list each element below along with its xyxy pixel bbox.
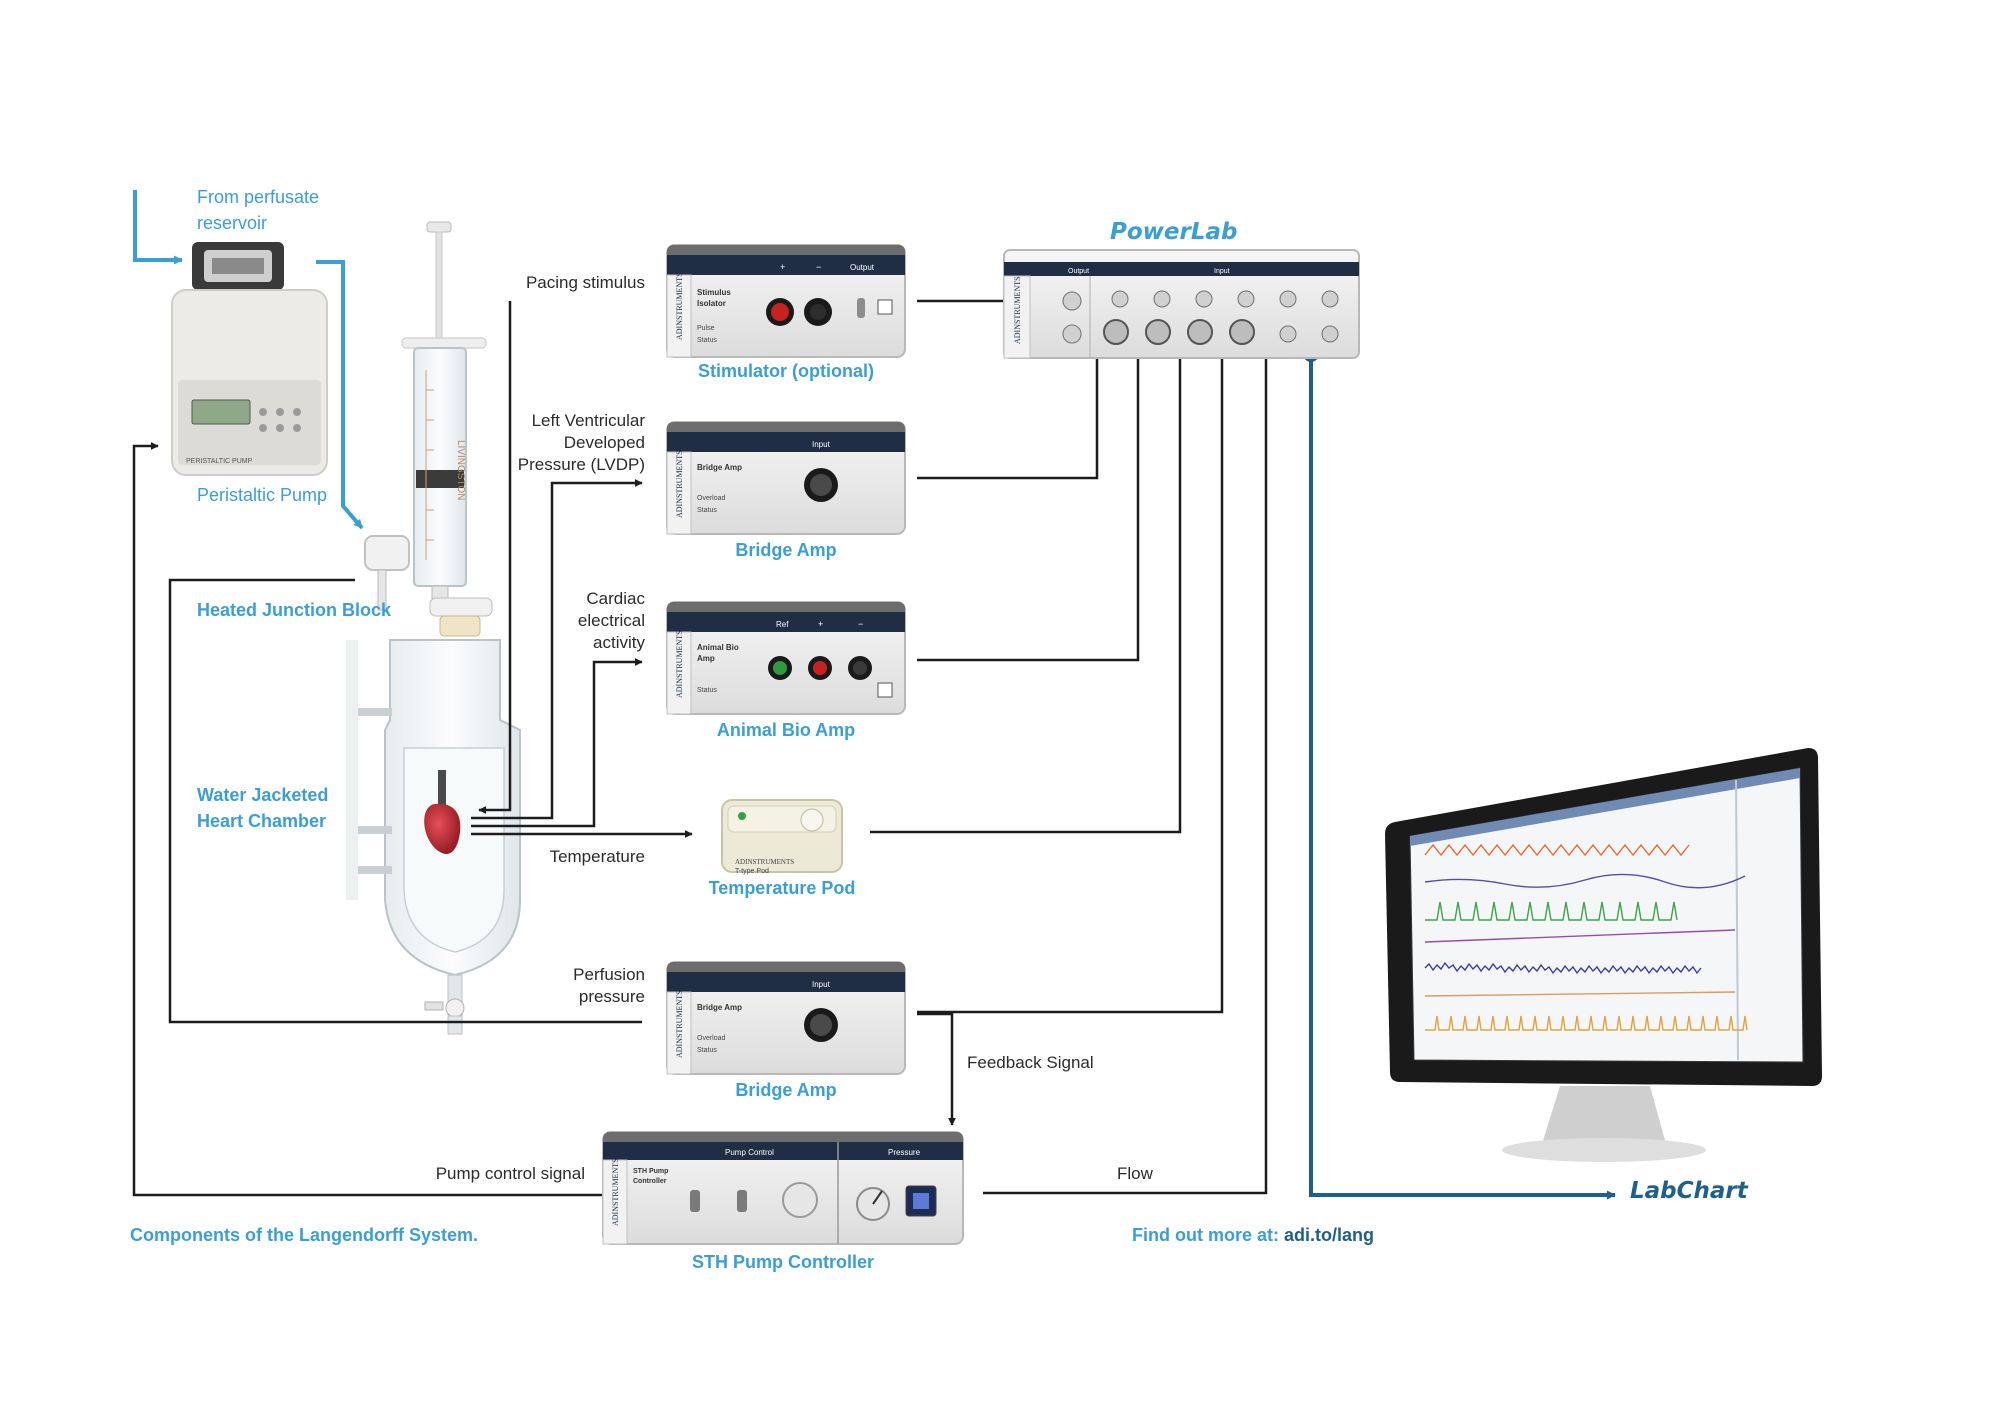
heart-chamber-apparatus [346,535,521,1035]
stim-plus-label: + [780,262,785,272]
flow-label: Flow [1117,1164,1153,1183]
temperature-pod-label: Temperature Pod [708,878,856,898]
peristaltic-pump-device: PERISTALTIC PUMP [171,242,328,476]
pump-control-signal-label: Pump control signal [435,1164,585,1183]
sth-pump-control-label: Pump Control [725,1148,774,1157]
peristaltic-pump-label: Peristaltic Pump [197,485,328,505]
adi-side-text: ADINSTRUMENTS [675,450,684,518]
adi-side-text: ADINSTRUMENTS [675,272,684,340]
bioamp-to-powerlab-line [917,338,1140,662]
sth-name-line1: STH Pump [633,1168,668,1175]
bio-name-line1: Animal Bio [697,643,739,652]
stimulator-device: ADINSTRUMENTS Stimulus Isolator + − Outp… [666,244,906,358]
bio-ref-label: Ref [776,620,789,629]
syringe: LIVINGSTON [401,221,487,615]
pump-panel-label: PERISTALTIC PUMP [186,458,253,465]
bridge1-status-label: Status [697,507,717,514]
adi-side-text: ADINSTRUMENTS [675,630,684,698]
heart-chamber-label: Water Jacketed Heart Chamber [197,785,329,831]
labchart-traces [1424,843,1748,1031]
labchart-brand: LabChart [1630,1178,1748,1204]
temperature-pod-device: ADINSTRUMENTS T-type Pod [721,799,843,875]
bridge-amp-1-device: ADINSTRUMENTS Bridge Amp Input Overload … [666,421,906,535]
pacing-stimulus-label: Pacing stimulus [525,273,645,292]
stim-name-line1: Stimulus [697,288,731,297]
computer-monitor [1385,748,1822,1162]
bio-status-label: Status [697,687,717,694]
sth-pump-controller-label: STH Pump Controller [691,1252,874,1272]
find-out-more: Find out more at: adi.to/lang [1132,1225,1374,1246]
from-reservoir-label: From perfusate reservoir [197,187,320,233]
stim-minus-label: − [816,262,821,272]
bridge1-overload-label: Overload [697,495,726,502]
pump-to-junction-arrow [316,260,364,530]
pump-control-signal-arrow [132,442,603,1197]
sth-pressure-label: Pressure [888,1148,921,1157]
heart-icon [424,803,461,854]
powerlab-to-labchart-arrow [1309,354,1616,1200]
bio-name-line2: Amp [697,654,715,663]
powerlab-input-label: Input [1214,268,1230,275]
find-out-link[interactable]: adi.to/lang [1284,1225,1374,1245]
sth-pump-controller-device: ADINSTRUMENTS Pump Control Pressure STH … [602,1131,964,1245]
pod-name-text: T-type Pod [735,868,769,875]
lvdp-line [471,479,643,820]
find-out-prefix: Find out more at: [1132,1225,1284,1245]
perfusate-flow-lines [133,190,364,530]
animal-bio-amp-label: Animal Bio Amp [716,720,856,740]
sth-name-line2: Controller [633,1178,667,1185]
bridge2-input-label: Input [812,980,831,989]
bridge2-status-label: Status [697,1047,717,1054]
components-caption: Components of the Langendorff System. [130,1225,479,1245]
bio-minus-label: − [858,619,863,629]
temperature-label: Temperature [549,847,645,866]
flow-line [983,338,1268,1195]
perfusion-pressure-line [168,578,642,1024]
bio-plus-label: + [818,619,823,629]
heated-junction-block-label: Heated Junction Block [197,600,392,620]
bridge2-name-text: Bridge Amp [697,1003,742,1012]
stimulator-label: Stimulator (optional) [698,361,874,381]
bridge2-overload-label: Overload [697,1035,726,1042]
bridge1-name-text: Bridge Amp [697,463,742,472]
pod-brand-text: ADINSTRUMENTS [735,858,794,866]
perfusion-pressure-label: Perfusion pressure [573,965,645,1006]
feedback-signal-arrow [917,1012,956,1126]
tempod-to-powerlab-line [870,338,1182,834]
syringe-brand-text: LIVINGSTON [455,440,466,500]
pacing-stimulus-line [478,301,512,814]
feedback-signal-label: Feedback Signal [967,1053,1094,1072]
bridge2-to-powerlab-line [917,298,1236,1014]
adi-side-text: ADINSTRUMENTS [1013,276,1022,344]
adi-side-text: ADINSTRUMENTS [611,1158,620,1226]
cardiac-line [471,658,643,828]
bridge-amp-2-label: Bridge Amp [735,1080,837,1100]
powerlab-output-label: Output [1068,268,1089,275]
powerlab-brand: PowerLab [1110,219,1238,245]
bridge-amp-1-label: Bridge Amp [735,540,837,560]
bridge1-input-label: Input [812,440,831,449]
cardiac-activity-label: Cardiac electrical activity [577,589,645,652]
stim-output-label: Output [850,263,875,272]
stim-pulse-label: Pulse [697,325,715,332]
lvdp-label: Left Ventricular Developed Pressure (LVD… [517,411,645,474]
animal-bio-amp-device: ADINSTRUMENTS Animal Bio Amp Ref + − Sta… [666,601,906,715]
bridge-amp-2-device: ADINSTRUMENTS Bridge Amp Input Overload … [666,961,906,1075]
stim-status-label: Status [697,337,717,344]
stim-name-line2: Isolator [697,299,726,308]
reservoir-inlet-arrow [133,190,183,265]
powerlab-device: ADINSTRUMENTS Output Input [1003,249,1360,359]
adi-side-text: ADINSTRUMENTS [675,990,684,1058]
